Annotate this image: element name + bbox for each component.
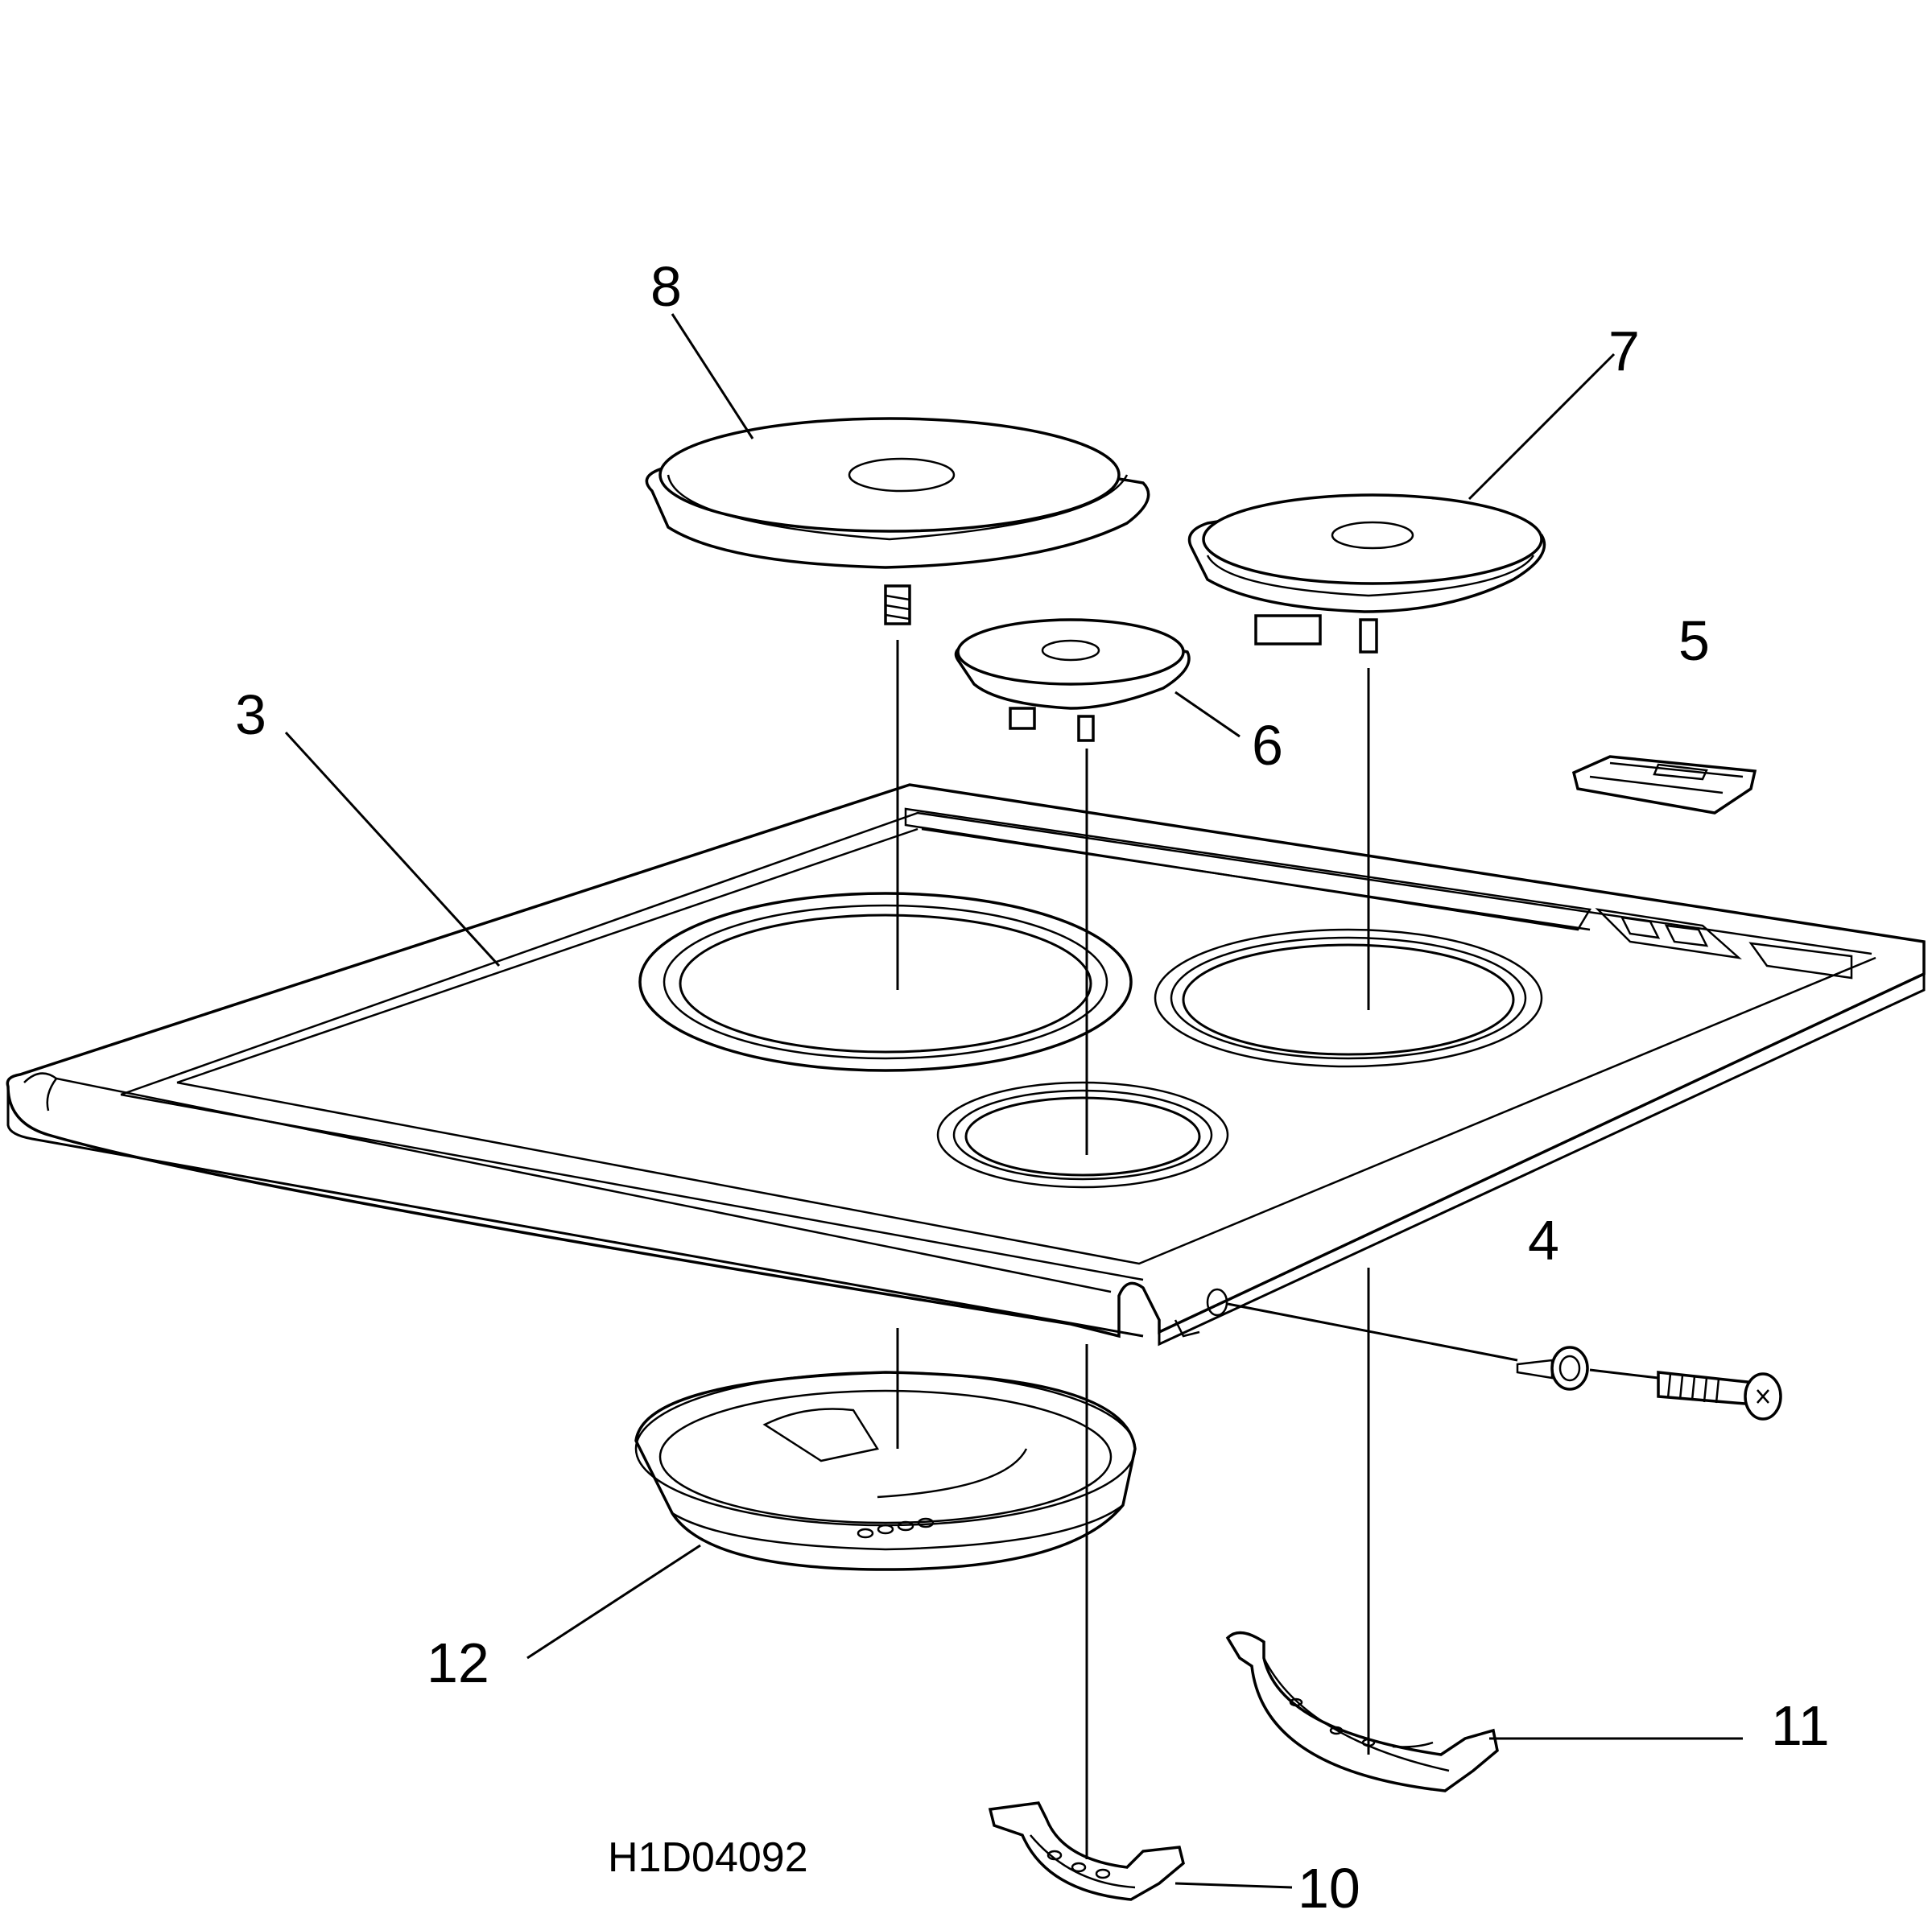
panel-insert <box>1571 755 1757 815</box>
callout-10: 10 <box>1298 1857 1360 1918</box>
callout-12: 12 <box>427 1631 489 1694</box>
hotplate-small <box>954 618 1191 742</box>
callout-labels: 8 7 5 3 6 4 12 11 10 H1D04092 <box>235 255 1830 1918</box>
assembly-axis-lines <box>896 640 1659 1859</box>
drawing-code: H1D04092 <box>608 1834 808 1881</box>
callout-6: 6 <box>1252 714 1283 777</box>
fixing-clamp-large <box>1225 1631 1499 1792</box>
screw <box>1657 1371 1782 1421</box>
callout-8: 8 <box>650 255 682 318</box>
hotplate-large <box>645 417 1150 625</box>
fixing-clamp-small <box>988 1801 1185 1901</box>
callout-7: 7 <box>1608 320 1640 382</box>
callout-4: 4 <box>1528 1209 1559 1272</box>
pilot-lamp <box>1516 1346 1589 1391</box>
hob-top-plate <box>6 783 1926 1347</box>
callout-11: 11 <box>1771 1694 1830 1757</box>
hotplate-medium <box>1187 493 1546 654</box>
leader-lines <box>284 313 1743 1889</box>
callout-5: 5 <box>1678 609 1710 672</box>
spill-tray <box>634 1371 1137 1571</box>
callout-3: 3 <box>235 683 266 746</box>
